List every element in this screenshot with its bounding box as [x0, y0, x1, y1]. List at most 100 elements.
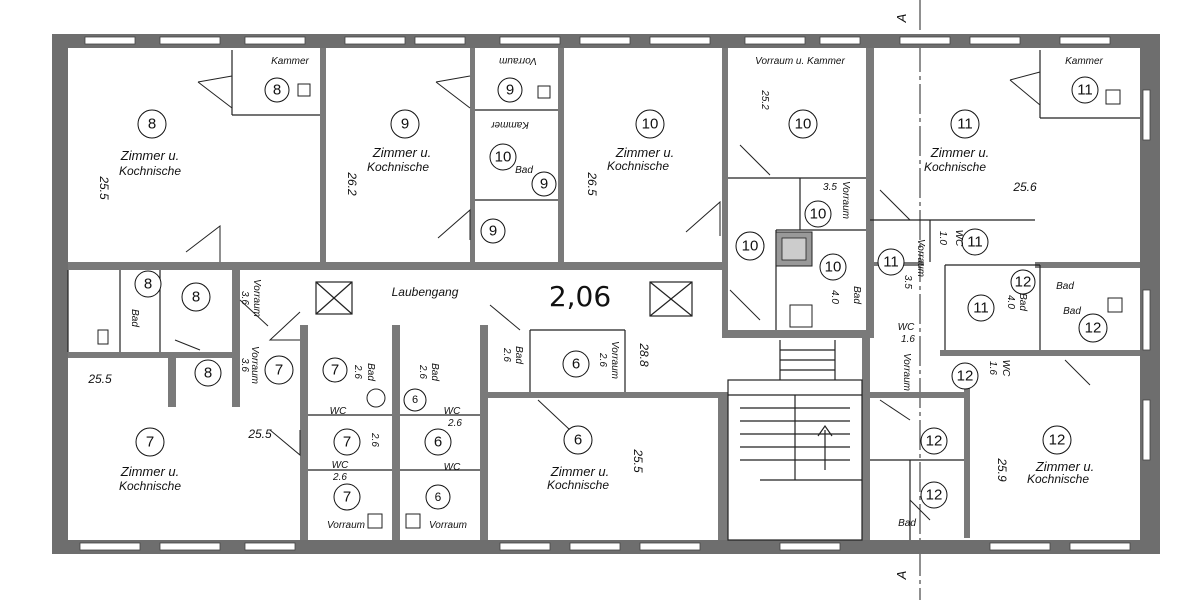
room-number-11-vr: 11 [877, 248, 905, 276]
section-marker-bottom: A [894, 571, 909, 581]
label-size-2-6d: 2.6 [447, 418, 462, 429]
label-wc-11: WC [953, 230, 964, 247]
room-11-size: 25.6 [1012, 180, 1037, 194]
interior-walls [68, 48, 1140, 540]
svg-text:9: 9 [401, 116, 409, 133]
windows-top [84, 36, 1111, 45]
svg-text:6: 6 [434, 434, 442, 451]
label-bad-12: Bad [1056, 281, 1074, 292]
label-bad-9: Bad [515, 165, 533, 176]
label-size-28-8: 28.8 [637, 342, 651, 367]
room-10-name: Zimmer u. [615, 145, 675, 160]
svg-text:10: 10 [742, 238, 759, 255]
svg-text:9: 9 [540, 176, 548, 193]
room-number-8-vr: 8 [181, 282, 211, 312]
room-8-name: Zimmer u. [120, 148, 180, 163]
svg-text:6: 6 [572, 356, 580, 373]
label-kammer-11: Kammer [1065, 56, 1103, 67]
label-size-1-6: 1.6 [901, 334, 915, 345]
svg-text:12: 12 [926, 487, 943, 504]
svg-text:12: 12 [1049, 432, 1066, 449]
room-number-12-main: 12 [1042, 425, 1072, 455]
svg-text:6: 6 [574, 432, 582, 449]
svg-text:12: 12 [957, 368, 974, 385]
room-number-9-bad: 9 [531, 171, 557, 197]
room-number-8-kammer: 8 [264, 77, 290, 103]
room-number-6-lower: 6 [425, 484, 451, 510]
room-number-6-vr: 6 [562, 350, 590, 378]
room-number-12-wc: 12 [951, 362, 979, 390]
label-size-3-5b: 3.5 [902, 275, 913, 289]
svg-text:7: 7 [343, 489, 351, 506]
svg-text:11: 11 [967, 234, 983, 251]
room-6-name2: Kochnische [547, 478, 609, 492]
label-bad-7: Bad [365, 363, 376, 381]
label-size-2-6f: 2.6 [332, 472, 347, 483]
room-7-name2: Kochnische [119, 479, 181, 493]
room-number-7-vr: 7 [264, 355, 294, 385]
corridor-label: Laubengang [392, 285, 459, 299]
label-size-25-5b: 25.5 [247, 427, 272, 441]
label-vorraum-7: Vorraum [249, 346, 260, 384]
svg-text:8: 8 [148, 116, 156, 133]
fixtures [97, 83, 1123, 529]
label-size-1-6b: 1.6 [987, 361, 998, 375]
label-wc-6: WC [444, 406, 461, 417]
svg-text:10: 10 [642, 116, 659, 133]
svg-text:9: 9 [506, 82, 514, 99]
room-number-12-bad2: 12 [920, 481, 948, 509]
section-marker-top: A [894, 14, 909, 24]
room-number-10-b: 10 [788, 109, 818, 139]
svg-text:8: 8 [204, 365, 212, 382]
svg-text:12: 12 [1085, 320, 1102, 337]
room-number-11-wc: 11 [961, 228, 989, 256]
label-wc-7: WC [330, 406, 347, 417]
label-size-2-6b: 2.6 [417, 364, 428, 379]
svg-text:6: 6 [435, 490, 442, 504]
label-vorraum-kammer: Vorraum u. Kammer [755, 56, 845, 67]
svg-text:9: 9 [489, 223, 497, 240]
label-bad-11: Bad [1017, 293, 1028, 311]
label-size-2-6c: 2.6 [501, 347, 512, 362]
room-number-10-c: 10 [804, 200, 832, 228]
room-8-name2: Kochnische [119, 164, 181, 178]
room-number-6-main: 6 [563, 425, 593, 455]
svg-text:11: 11 [973, 300, 989, 317]
label-vorraum-6b: Vorraum [429, 520, 467, 531]
label-size-25-2: 25.2 [759, 89, 770, 110]
room-number-12-vr: 12 [920, 427, 948, 455]
room-number-10-main: 10 [635, 109, 665, 139]
room-number-6-bad: 6 [403, 388, 427, 412]
room-12-name: Zimmer u. [1035, 459, 1095, 474]
label-bad-6b: Bad [513, 346, 524, 364]
room-number-11-main: 11 [950, 109, 980, 139]
room-8-size: 25.5 [97, 175, 111, 200]
svg-text:7: 7 [275, 362, 283, 379]
label-bad-8: Bad [129, 309, 140, 327]
label-vorraum-12: Vorraum [901, 353, 912, 391]
room-number-9-vorraum: 9 [497, 77, 523, 103]
room-number-8-main: 8 [137, 109, 167, 139]
room-number-8-wc: 8 [194, 359, 222, 387]
room-number-8-bad: 8 [134, 270, 162, 298]
label-size-3-5: 3.5 [823, 182, 837, 193]
label-size-4-0b: 4.0 [1005, 295, 1016, 309]
label-bad-12c: Bad [898, 518, 916, 529]
room-number-9-main: 9 [390, 109, 420, 139]
partitions [67, 50, 1140, 540]
small-labels: Kammer Vorraum Kammer Bad Vorraum u. Kam… [129, 55, 1104, 531]
label-wc-12: WC [898, 322, 915, 333]
svg-text:11: 11 [1077, 82, 1093, 99]
room-6-name: Zimmer u. [550, 464, 610, 479]
label-bad-6: Bad [429, 363, 440, 381]
label-wc-12b: WC [1000, 360, 1011, 377]
label-size-2-6a: 2.6 [352, 364, 363, 379]
label-vorraum-8: Vorraum [251, 279, 262, 317]
room-number-12-bad: 12 [1078, 313, 1108, 343]
room-12-size: 25.9 [995, 457, 1009, 482]
room-numbers: 8 8 9 9 10 9 9 10 10 10 10 10 11 11 11 1… [134, 76, 1108, 511]
staircase [727, 340, 863, 541]
label-vorraum-11: Vorraum [915, 239, 926, 277]
room-number-10-d: 10 [735, 231, 765, 261]
